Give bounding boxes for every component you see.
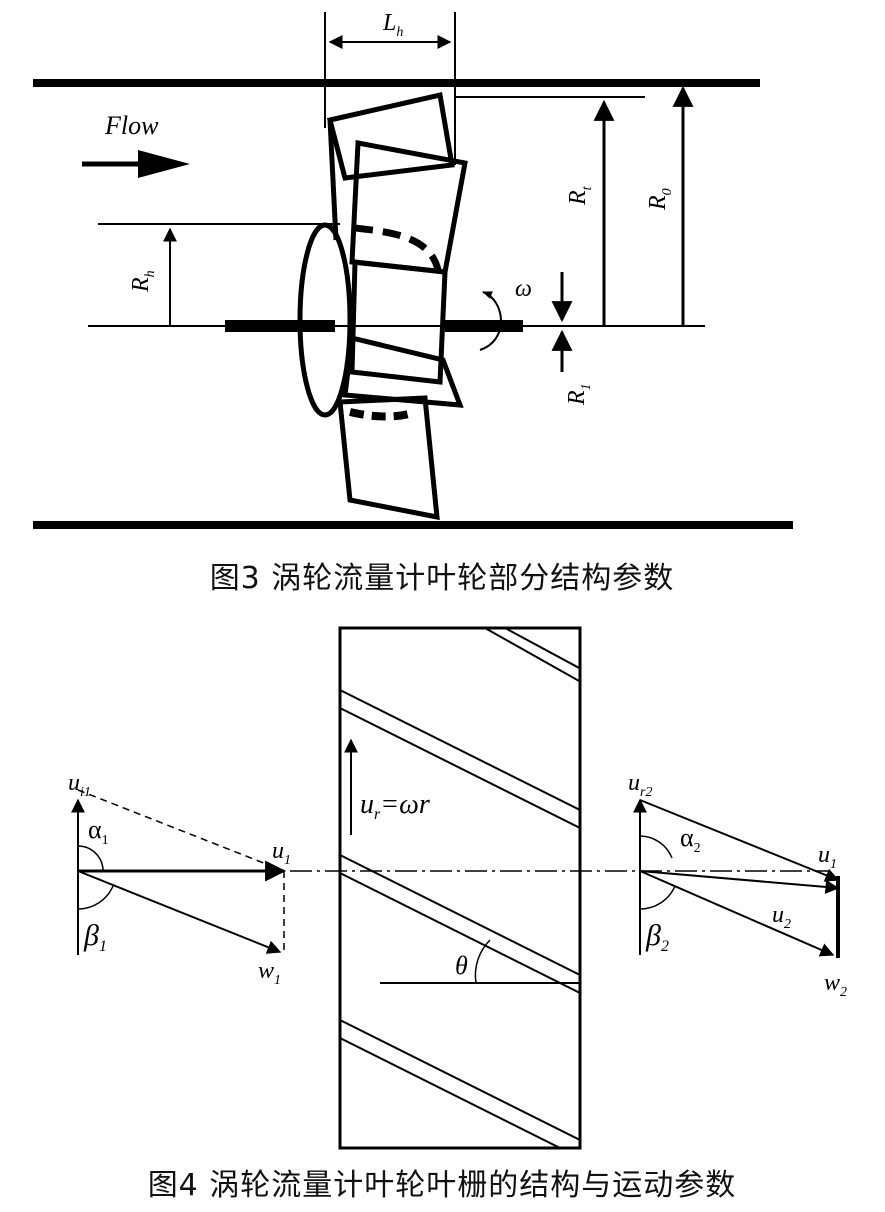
- rh-label: Rh: [128, 270, 158, 293]
- beta1-label: β1: [83, 919, 107, 955]
- blade-line: [484, 628, 580, 683]
- figure4-diagram: θ ur=ωr ui1 u1 w1 α1 β1 ur2 u1 u2 w2 α2 …: [68, 626, 847, 1150]
- flow-arrow-head: [138, 150, 190, 178]
- blade-bottom: [337, 395, 440, 521]
- blade-top-stem: [327, 119, 339, 241]
- beta2-arc: [639, 885, 676, 910]
- w1-label: w1: [258, 958, 281, 988]
- alpha2-label: α2: [680, 823, 701, 856]
- blade-top: [326, 91, 455, 181]
- rt-label: Rt: [565, 185, 595, 206]
- shaft-right: [445, 320, 523, 332]
- blade-lower-hidden: [349, 408, 417, 421]
- alpha2-arc: [639, 835, 673, 859]
- figure3-caption: 图3 涡轮流量计叶轮部分结构参数: [210, 561, 675, 596]
- w1-arrow: [77, 870, 282, 954]
- cascade-box: [338, 626, 582, 1150]
- blade-line: [340, 854, 580, 977]
- theta-label: θ: [455, 951, 468, 980]
- ui1-dashed-line: [77, 789, 285, 872]
- cascade-blades: [340, 628, 580, 1148]
- alpha1-label: α1: [88, 815, 109, 848]
- beta1-arc: [77, 885, 114, 910]
- flow-label: Flow: [104, 111, 159, 140]
- ur-label: ur=ωr: [360, 789, 430, 823]
- u1-left-label: u1: [272, 838, 291, 868]
- theta-arc: [474, 939, 491, 984]
- blade-line: [340, 707, 580, 830]
- blade-upper: [349, 140, 468, 275]
- blade-line: [340, 1037, 563, 1148]
- blade-lower: [342, 334, 464, 408]
- w2-label: w2: [824, 970, 847, 1000]
- lh-label: Lh: [382, 10, 403, 40]
- blade-line: [340, 1019, 580, 1142]
- ur2-to-u1-line: [639, 799, 840, 882]
- w2-arrow: [639, 870, 835, 957]
- figure3-diagram: Lh Flow Rt R0 Rh R1 ω: [33, 10, 793, 529]
- ui1-label: ui1: [68, 770, 91, 800]
- r0-label: R0: [645, 188, 675, 211]
- u2-arrow: [639, 870, 840, 894]
- blade-line: [340, 689, 580, 812]
- hub-ellipse: [297, 222, 353, 418]
- r1-label: R1: [564, 383, 594, 406]
- blade-middle: [349, 259, 448, 385]
- figure4-caption: 图4 涡轮流量计叶轮叶栅的结构与运动参数: [148, 1168, 737, 1203]
- u2-label: u2: [772, 902, 791, 932]
- u1-right-label: u1: [818, 842, 837, 872]
- blade-upper-hidden: [354, 224, 442, 272]
- shaft-left: [225, 320, 335, 332]
- blade-line: [340, 872, 580, 995]
- blade-line: [504, 628, 580, 670]
- alpha1-arc: [77, 845, 104, 872]
- beta2-label: β2: [645, 919, 669, 955]
- ur2-label: ur2: [628, 770, 652, 800]
- omega-label: ω: [515, 276, 532, 302]
